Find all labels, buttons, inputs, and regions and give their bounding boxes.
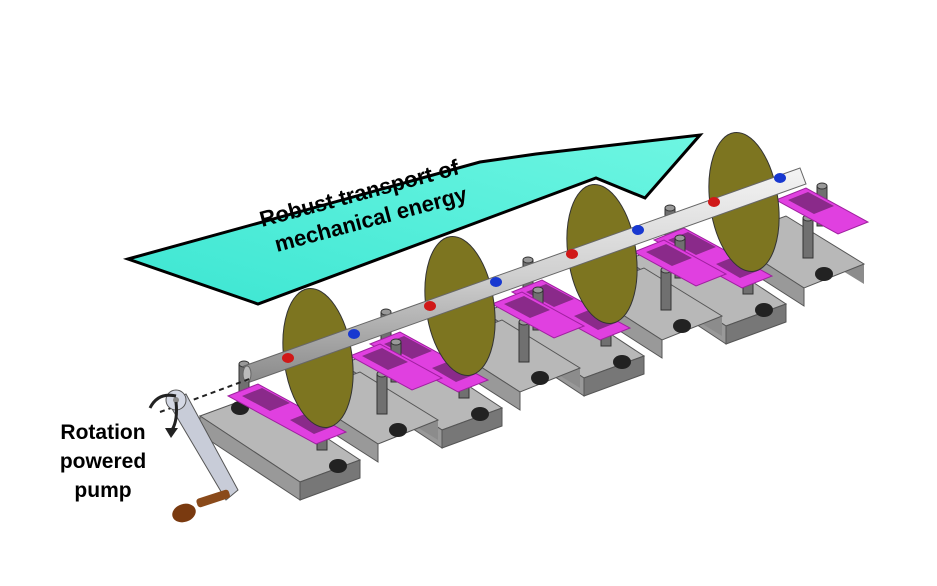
shaft-collar-blue (632, 225, 644, 235)
pump-label: Rotation powered pump (38, 418, 168, 505)
pump-label-line2: powered (59, 450, 147, 473)
shaft-collar-blue (348, 329, 360, 339)
bolt (755, 303, 773, 317)
crank-handle (165, 389, 239, 523)
bolt (815, 267, 833, 281)
bolt (531, 371, 549, 385)
pump-unit (198, 288, 444, 501)
support-post (376, 373, 388, 415)
energy-transport-arrow (122, 133, 704, 306)
bolt (329, 459, 347, 473)
support-post (518, 321, 530, 363)
shaft-collar-red (282, 353, 294, 363)
rotation-arrow-icon (148, 393, 178, 438)
shaft-collar-red (708, 197, 720, 207)
support-post (802, 217, 814, 259)
shaft-collar-blue (490, 277, 502, 287)
bolt (673, 319, 691, 333)
shaft-collar-red (566, 249, 578, 259)
bolt (471, 407, 489, 421)
bolt (613, 355, 631, 369)
shaft-collar-blue (774, 173, 786, 183)
bolt (389, 423, 407, 437)
pump-label-line3: pump (74, 479, 132, 502)
axis-dashed-line (159, 377, 253, 413)
shaft-collar-red (424, 301, 436, 311)
support-post (660, 269, 672, 311)
pump-label-line1: Rotation (60, 421, 146, 444)
